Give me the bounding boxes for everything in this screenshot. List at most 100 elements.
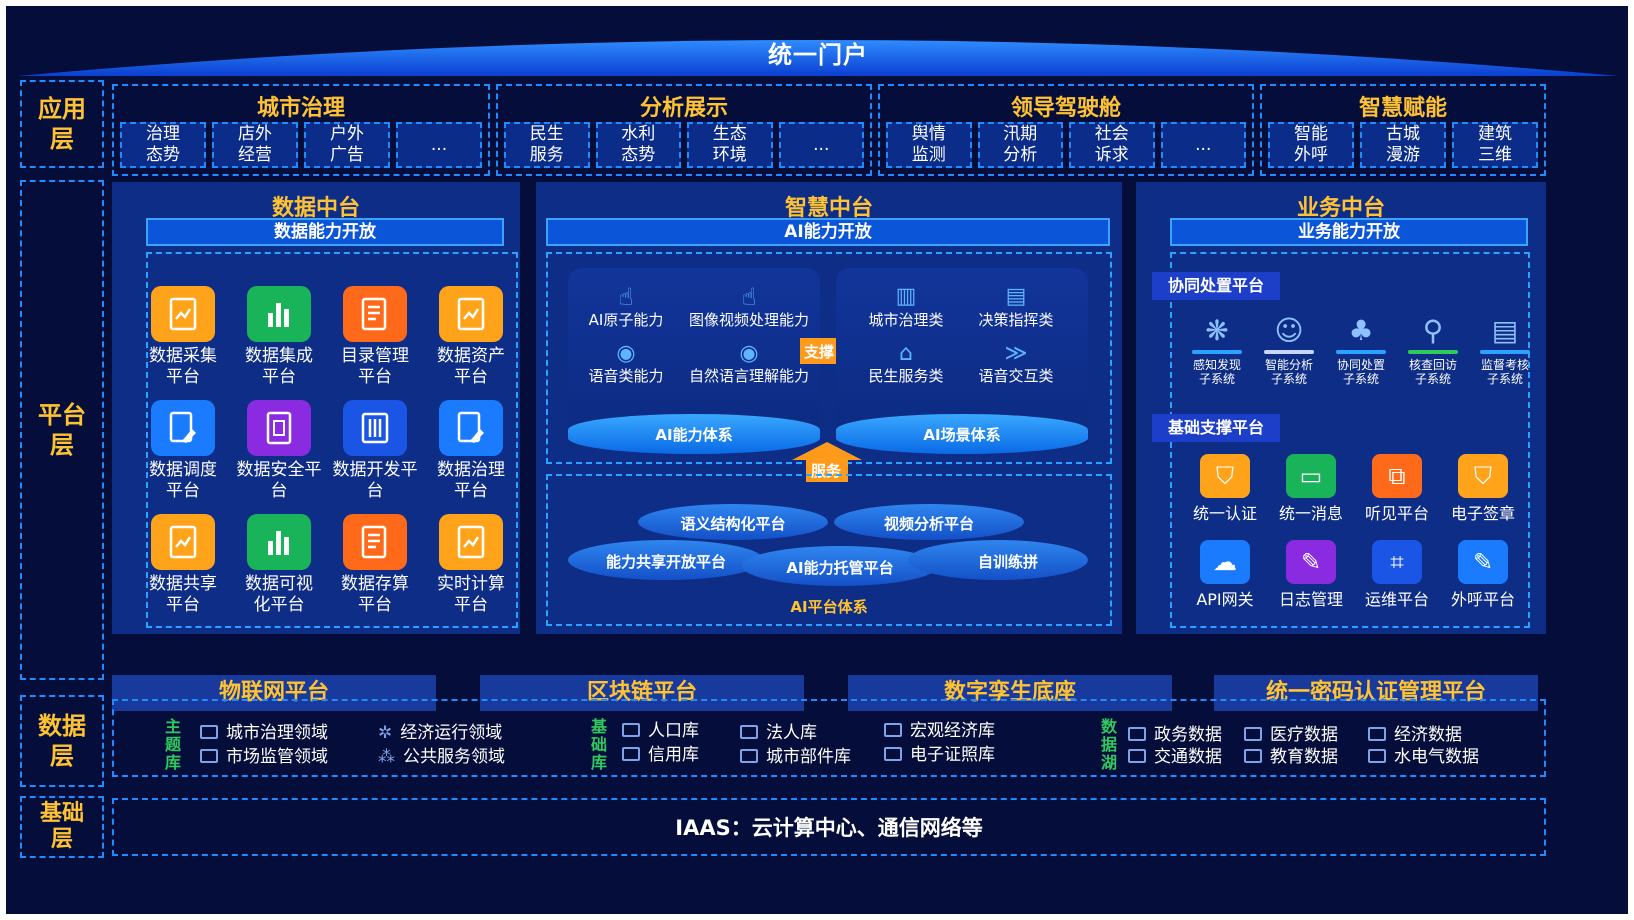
app-item[interactable]: 户外 广告: [304, 122, 390, 168]
voice-icon: ≫: [966, 342, 1066, 366]
hand-icon: ☝: [586, 284, 666, 310]
base-support-label: 听见平台: [1354, 504, 1440, 524]
data-platform-tile[interactable]: 数据共享 平台: [134, 514, 232, 616]
tile-label: 数据集成 平台: [230, 346, 328, 388]
edit-icon: ✎: [1286, 540, 1336, 584]
base-support-item[interactable]: ☁API网关: [1182, 540, 1268, 610]
base-support-label: 外呼平台: [1440, 590, 1526, 610]
portal-title: 统一门户: [768, 35, 868, 70]
app-item[interactable]: 治理 态势: [120, 122, 206, 168]
platform-disc-label[interactable]: 语义结构化平台: [638, 513, 828, 534]
subsystem-underline: [1192, 350, 1242, 354]
tile-label: 数据安全平 台: [230, 460, 328, 502]
base-item[interactable]: 信用库: [622, 744, 699, 766]
app-item[interactable]: 古城 漫游: [1360, 122, 1446, 168]
subsystem-label: 协同处置 子系统: [1328, 358, 1394, 386]
app-item[interactable]: ...: [779, 122, 865, 168]
app-item[interactable]: 汛期 分析: [978, 122, 1064, 168]
tile-label: 数据采集 平台: [134, 346, 232, 388]
platform-disc-label[interactable]: 自训练拼: [928, 551, 1088, 572]
base-support-item[interactable]: ⌗运维平台: [1354, 540, 1440, 610]
collab-subsystem[interactable]: ❋感知发现 子系统: [1184, 314, 1250, 386]
ai-item[interactable]: ◉ 语音类能力: [586, 342, 666, 386]
base-support-item[interactable]: ▭统一消息: [1268, 454, 1354, 524]
data-platform-tile[interactable]: 数据集成 平台: [230, 286, 328, 388]
topic-item[interactable]: 城市治理领域: [200, 722, 328, 744]
data-platform-tile[interactable]: 目录管理 平台: [326, 286, 424, 388]
tile-label: 数据开发平 台: [326, 460, 424, 502]
app-item[interactable]: ...: [1161, 122, 1247, 168]
base-item[interactable]: 人口库: [622, 720, 699, 742]
ai-item[interactable]: ◉ 自然语言理解能力: [684, 342, 814, 386]
app-item[interactable]: 建筑 三维: [1452, 122, 1538, 168]
subsystem-icon: ▤: [1472, 314, 1538, 348]
app-item[interactable]: 智能 外呼: [1268, 122, 1354, 168]
chart-doc-icon: [439, 286, 503, 342]
data-platform-tile[interactable]: 数据安全平 台: [230, 400, 328, 502]
app-item[interactable]: 民生 服务: [504, 122, 590, 168]
layer-label-data: 数据层: [20, 695, 104, 787]
tile-label: 实时计算 平台: [422, 574, 520, 616]
collab-subsystem[interactable]: ⚲核查回访 子系统: [1400, 314, 1466, 386]
data-platform-tile[interactable]: 实时计算 平台: [422, 514, 520, 616]
tile-label: 数据存算 平台: [326, 574, 424, 616]
base-support-item[interactable]: ✎日志管理: [1268, 540, 1354, 610]
app-item[interactable]: 社会 诉求: [1069, 122, 1155, 168]
base-support-label: API网关: [1182, 590, 1268, 610]
data-platform-tile[interactable]: 数据存算 平台: [326, 514, 424, 616]
app-group-title: 分析展示: [498, 90, 870, 122]
app-item[interactable]: 水利 态势: [596, 122, 682, 168]
collab-subsystem[interactable]: ☺智能分析 子系统: [1256, 314, 1322, 386]
app-item[interactable]: 生态 环境: [687, 122, 773, 168]
monitor-icon: [1128, 749, 1146, 763]
data-platform-tile[interactable]: 数据开发平 台: [326, 400, 424, 502]
base-item[interactable]: 宏观经济库: [884, 720, 995, 742]
topic-item[interactable]: 市场监管领域: [200, 746, 328, 768]
data-platform-tile[interactable]: 数据采集 平台: [134, 286, 232, 388]
cluster-icon: ✲: [378, 723, 392, 743]
lake-item[interactable]: 政务数据: [1128, 724, 1222, 746]
app-item[interactable]: ...: [396, 122, 482, 168]
lake-item[interactable]: 经济数据: [1368, 724, 1462, 746]
message-icon: ▭: [1286, 454, 1336, 498]
base-support-title: 基础支撑平台: [1152, 414, 1280, 442]
ai-item[interactable]: ⌂ 民生服务类: [856, 342, 956, 386]
lake-item[interactable]: 教育数据: [1244, 746, 1338, 768]
collab-subsystem[interactable]: ▤监督考核 子系统: [1472, 314, 1538, 386]
edit-icon: ✎: [1458, 540, 1508, 584]
platform-disc-label[interactable]: 视频分析平台: [834, 513, 1024, 534]
collab-subsystem[interactable]: ♣协同处置 子系统: [1328, 314, 1394, 386]
tile-label: 数据调度 平台: [134, 460, 232, 502]
base-item[interactable]: 法人库: [740, 722, 817, 744]
base-support-item[interactable]: ⛉电子签章: [1440, 454, 1526, 524]
data-platform-tile[interactable]: 数据治理 平台: [422, 400, 520, 502]
lake-item[interactable]: 交通数据: [1128, 746, 1222, 768]
data-platform-tile[interactable]: 数据调度 平台: [134, 400, 232, 502]
ai-item[interactable]: ☝ 图像视频处理能力: [684, 284, 814, 330]
subsystem-underline: [1480, 350, 1530, 354]
app-item[interactable]: 店外 经营: [212, 122, 298, 168]
database-icon: [622, 747, 640, 761]
lake-item[interactable]: 水电气数据: [1368, 746, 1479, 768]
base-item[interactable]: 电子证照库: [884, 744, 995, 766]
chart-doc-icon: [151, 514, 215, 570]
ai-item[interactable]: ≫ 语音交互类: [966, 342, 1066, 386]
topic-item[interactable]: ⁂公共服务领域: [378, 746, 505, 768]
base-support-item[interactable]: ⛉统一认证: [1182, 454, 1268, 524]
data-platform-tile[interactable]: 数据资产 平台: [422, 286, 520, 388]
ai-item[interactable]: ☝ AI原子能力: [586, 284, 666, 330]
data-platform-tile[interactable]: 数据可视 化平台: [230, 514, 328, 616]
monitor-icon: [1128, 727, 1146, 741]
topic-item[interactable]: ✲经济运行领域: [378, 722, 502, 744]
base-support-item[interactable]: ✎ 外呼平台: [1440, 540, 1526, 610]
app-item[interactable]: 舆情 监测: [886, 122, 972, 168]
ai-item[interactable]: ▥ 城市治理类: [856, 284, 956, 330]
ai-item[interactable]: ▤ 决策指挥类: [966, 284, 1066, 330]
business-platform-panel: 业务中台 业务能力开放 协同处置平台 ❋感知发现 子系统☺智能分析 子系统♣协同…: [1136, 182, 1546, 634]
platform-disc-label[interactable]: 能力共享开放平台: [568, 551, 764, 572]
subsystem-icon: ⚲: [1400, 314, 1466, 348]
base-support-item[interactable]: ⧉听见平台: [1354, 454, 1440, 524]
base-item[interactable]: 城市部件库: [740, 746, 851, 768]
lake-item[interactable]: 医疗数据: [1244, 724, 1338, 746]
layer-label-platform: 平台层: [20, 180, 104, 680]
